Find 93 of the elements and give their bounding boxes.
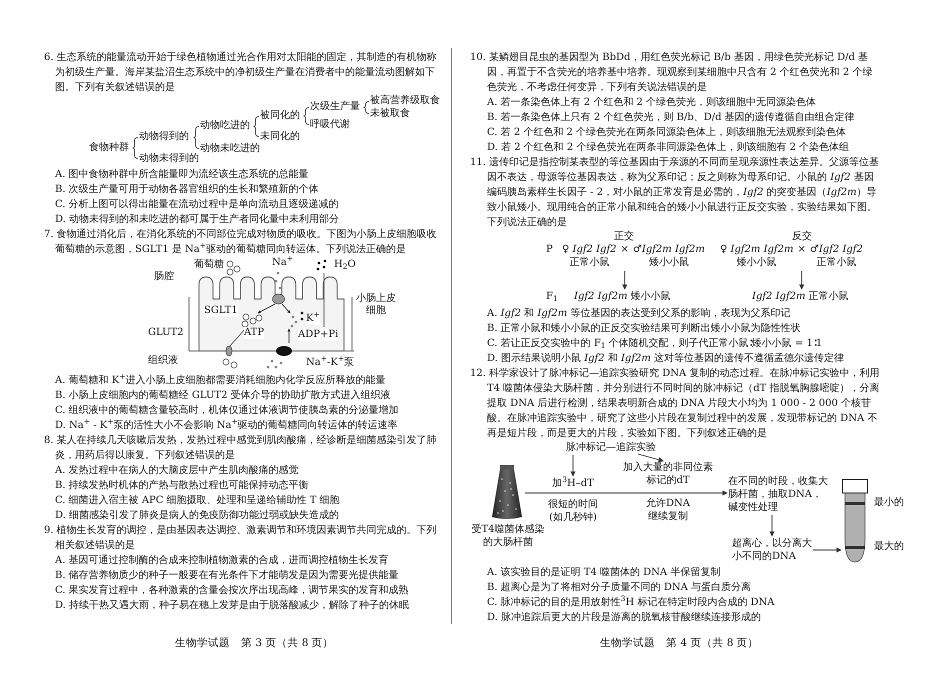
figure-label: 组织液 <box>148 355 178 367</box>
genotype-label: ♀ Igf2m Igf2m <box>720 243 794 256</box>
band-label: 最大的 <box>874 540 904 553</box>
band-label: 最小的 <box>874 496 904 509</box>
answer-option: B. 次级生产量可用于动物各器官组织的生长和繁殖新的个体 <box>44 182 446 197</box>
phenotype-label: 矮小小鼠 <box>648 256 690 269</box>
question-stem: 10. 某鳞翅目昆虫的基因型为 BbDd，用红色荧光标记 B/b 基因，用绿色荧光标记 D/d 基因，再置于不含荧光的培养基中培养。现观察到某细胞中只含有 2 个红色荧光和 2 个绿色荧光，不考虑任何变异，下列有关说法错误的是 <box>470 50 874 95</box>
tree-term: 动物得到的 <box>139 131 189 143</box>
answer-option: D. 动物未得到的和未吃进的都可属于生产者同化量中未利用部分 <box>44 212 446 227</box>
tree-term: 未被取食 <box>370 108 410 120</box>
answer-option: D. 脉冲追踪后更大的片段是游离的脱氧核苷酸继续连接形成的 <box>470 610 882 625</box>
picture-caption: 受T4噬菌体感染的大肠杆菌 <box>470 523 546 549</box>
answer-option: C. 分析上图可以得出能量在流动过程中是单向流动且逐级递减的 <box>44 197 446 212</box>
genotype-label: ♂Igf2 Igf2 <box>810 243 863 256</box>
tree-term: 动物未吃进的 <box>200 143 260 155</box>
generation-label: P <box>546 243 553 256</box>
answer-option: C. 组织液中的葡萄糖含量较高时，机体仅通过体液调节使胰岛素的分泌量增加 <box>44 403 446 418</box>
figure-label: ADP+Pi <box>298 329 338 341</box>
arrow <box>638 454 664 462</box>
test-tube-drawing <box>842 479 868 563</box>
answer-option: B. 小肠上皮细胞内的葡萄糖经 GLUT2 受体介导的协助扩散方式进入组织液 <box>44 388 446 403</box>
flask-drawing <box>490 465 524 521</box>
step-label: 在不同的时段，收集大肠杆菌，抽取DNA，碱变性处理 <box>728 475 828 514</box>
answer-option: B. 储存营养物质少的种子一般要在有光条件下才能萌发是因为需要光提供能量 <box>44 568 446 583</box>
answer-option: C. 果实发育过程中，各种激素的含量会按次序出现高峰，调节果实的发育和成熟 <box>44 583 446 598</box>
answer-option: C. 脉冲标记的目的是用放射性$^{3}$H 标记在特定时段内合成的 DNA <box>470 595 882 610</box>
figure-label: 肠腔 <box>154 271 174 283</box>
figure-label: 小肠上皮细胞 <box>356 293 396 317</box>
answer-option: B. 持续发热时机体的产热与散热过程也可能保持动态平衡 <box>44 478 446 493</box>
figure-label: K$^{+}$ <box>306 313 320 325</box>
question-stem: 9. 植物生长发育的调控，是由基因表达调控、激素调节和环境因素调节共同完成的。下列相关叙述错误的是 <box>44 524 438 553</box>
answer-option: A. 该实验目的是证明 T4 噬菌体的 DNA 半保留复制 <box>470 565 882 580</box>
figure-label: ATP <box>244 327 264 339</box>
offspring-label: Igf2 Igf2m 矮小小鼠 <box>574 290 671 303</box>
cross-heading: 反交 <box>792 230 812 243</box>
step-label: 允许DNA继续复制 <box>645 497 691 523</box>
question-stem: 11. 遗传印记是指控制某表型的等位基因由于亲源的不同而呈现亲源性表达差异。父源等位基因不表达，母源等位基因表达，称为父系印记；反之则称为母系印记。小鼠的 Igf2 基因编码胰岛素样生长因子 - 2，对小鼠的正常发育是必需的，Igf2 的突变基因（Igf2m）导致小鼠矮小。现用纯合的正常小鼠和纯合的矮小小鼠进行正反交实验，实验结果如下图。下列说法正确的是 <box>470 156 880 230</box>
answer-option: A. 基因可通过控制酶的合成来控制植物激素的合成，进而调控植物生长发育 <box>44 553 446 568</box>
page-footer: 生物学试题 第 4 页（共 8 页） <box>600 636 759 651</box>
answer-option: A. Igf2 和 Igf2m 等位基因的表达受到父系的影响，表现为父系印记 <box>470 306 882 321</box>
arrow <box>798 270 804 290</box>
answer-option: D. 图示结果说明小鼠 Igf2 和 Igf2m 这对等位基因的遗传不遵循孟德尔遗传定律 <box>470 351 882 366</box>
question-stem: 8. 某人在持续几天咳嗽后发热，发热过程中感觉到肌肉酸痛，经诊断是细菌感染引发了肺炎，用药后得以康复。下列叙述错误的是 <box>44 434 438 463</box>
arrow <box>570 454 576 477</box>
answer-option: C. 若让正反交实验中的 F$_{1}$ 个体随机交配，则子代正常小鼠∶矮小小鼠 = 1∶1 <box>470 336 882 351</box>
answer-option: B. 若一条染色体上只有 2 个红色荧光，则 B/b、D/d 基因的遗传遵循自由组合定律 <box>470 110 882 125</box>
figure-label: 葡萄糖 <box>194 259 224 271</box>
cross-symbol: × <box>620 243 629 256</box>
page-footer: 生物学试题 第 3 页（共 8 页） <box>175 636 334 651</box>
cross-heading: 正交 <box>614 230 634 243</box>
question-stem: 7. 食物通过消化后，在消化系统的不同部位完成对物质的吸收。下图为小肠上皮细胞吸收葡萄糖的示意图，SGLT1 是 Na$^{+}$驱动的葡萄糖同向转运体。下列说法正确的是 <box>44 228 438 256</box>
offspring-label: Igf2 Igf2m 正常小鼠 <box>752 290 849 303</box>
answer-option: A. 图中食物种群中所含能量即为流经该生态系统的总能量 <box>44 167 446 182</box>
cross-symbol: × <box>797 243 806 256</box>
phenotype-label: 矮小小鼠 <box>736 256 778 269</box>
figure-label: SGLT1 <box>204 305 238 317</box>
arrow <box>524 490 728 496</box>
answer-option: D. 细菌感染引发了肺炎是病人的免疫防御功能过弱或缺失造成的 <box>44 508 446 523</box>
tree-term: 食物种群 <box>89 142 129 154</box>
figure-label: Na$^{+}$-K$^{+}$泵 <box>306 357 354 369</box>
tree-term: 呼吸代谢 <box>310 119 350 131</box>
answer-option: A. 葡萄糖和 K$^{+}$进入小肠上皮细胞都需要消耗细胞内化学反应所释放的能量 <box>44 373 446 388</box>
arrow <box>622 270 628 290</box>
step-label: 很短的时间(如几秒钟) <box>547 498 599 524</box>
experiment-title: 脉冲标记—追踪实验 <box>566 441 656 454</box>
figure-label: H$_{2}$O <box>334 259 356 271</box>
step-label: 加入大量的非同位素标记的dT <box>622 461 714 487</box>
answer-option: D. 持续干热又遇大雨，种子易在穗上发芽是由于脱落酸减少，解除了种子的休眠 <box>44 598 446 613</box>
tree-term: 未同化的 <box>260 131 300 143</box>
genotype-label: ♀ Igf2 Igf2 <box>562 243 617 256</box>
answer-option: C. 若 2 个红色和 2 个绿色荧光在两条同源染色体上，则该细胞无法观察到染色体 <box>470 125 882 140</box>
question-stem: 6. 生态系统的能量流动开始于绿色植物通过光合作用对太阳能的固定，其制造的有机物称为初级生产量。海岸某盐沼生态系统中的净初级生产量在消费者中的能量流动图解如下图。下列有关叙述错误的是 <box>44 50 438 94</box>
tree-term: 动物未得到的 <box>139 153 199 165</box>
answer-option: B. 正常小鼠和矮小小鼠的正反交实验结果可判断出矮小小鼠为隐性性状 <box>470 321 882 336</box>
step-label: 加$^{3}$H–dT <box>552 477 594 490</box>
answer-option: D. 若 2 个红色和 2 个绿色荧光在两条非同源染色体上，则该细胞有 2 个染色体组 <box>470 140 882 155</box>
phenotype-label: 正常小鼠 <box>568 256 610 269</box>
answer-option: A. 发热过程中在病人的大脑皮层中产生肌肉酸痛的感觉 <box>44 463 446 478</box>
answer-option: B. 超离心是为了将相对分子质量不同的 DNA 与蛋白质分离 <box>470 580 882 595</box>
answer-option: A. 若一条染色体上有 2 个红色和 2 个绿色荧光，则该细胞中无同源染色体 <box>470 95 882 110</box>
generation-label: F$_{1}$ <box>546 290 558 303</box>
genotype-label: ♂Igf2m Igf2m <box>632 243 705 256</box>
answer-option: C. 细菌进入宿主被 APC 细胞摄取、处理和呈递给辅助性 T 细胞 <box>44 493 446 508</box>
tree-term: 次级生产量 <box>310 101 360 113</box>
phenotype-label: 正常小鼠 <box>815 256 858 269</box>
arrow <box>769 514 775 537</box>
question-stem: 12. 科学家设计了脉冲标记—追踪实验研究 DNA 复制的动态过程。在脉冲标记实验中，利用 T4 噬菌体侵染大肠杆菌，并分别进行不同时间的脉冲标记（dT 指脱氧胸腺嘧啶），分离提取 DNA 后进行检测，结果表明新合成的 DNA 片段大小均为 1 000 - 2 000 个核苷酸。在脉冲追踪实验中，研究了这些小片段在复制过程中的发展，发现带标记的 DNA 不再是短片段，而是更大的片段，实验如下图。下列叙述正确的是 <box>470 366 880 441</box>
step-label: 超离心，以分离大小不同的DNA <box>732 537 812 563</box>
tree-term: 被同化的 <box>260 110 300 122</box>
arrow <box>812 547 842 553</box>
answer-option: D. Na$^{+}$ - K$^{+}$泵的活性大小不会影响 Na$^{+}$驱动的葡萄糖同向转运体的转运速率 <box>44 418 446 433</box>
tree-term: 被高营养级取食 <box>370 95 440 107</box>
tree-term: 动物吃进的 <box>200 120 250 132</box>
